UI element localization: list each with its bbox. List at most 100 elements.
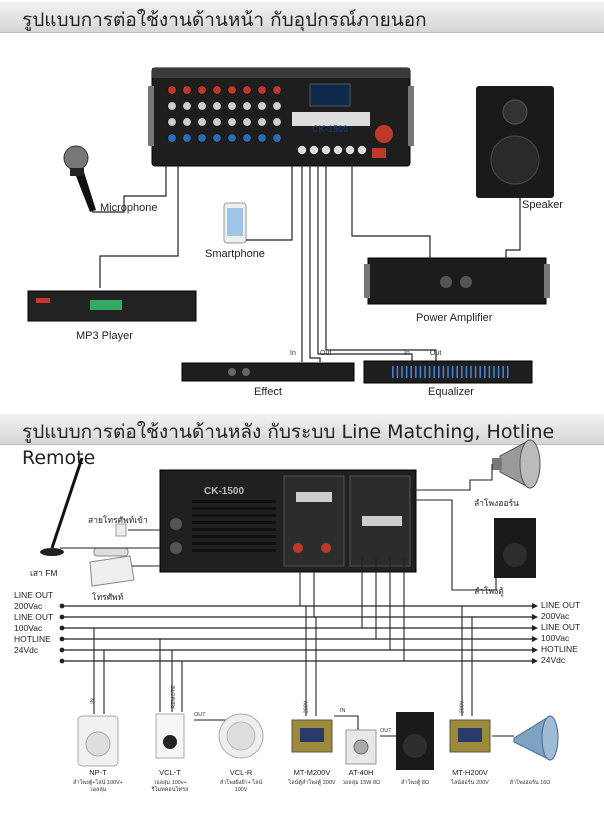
vent-slot: [192, 535, 276, 538]
mixer-knob: [212, 117, 222, 127]
bus-right-label: HOTLINE: [541, 644, 578, 654]
mixer-knob: [227, 101, 237, 111]
bus-right-label: 24Vdc: [541, 655, 566, 665]
eq-slider: [451, 366, 454, 378]
cabinet-speaker-icon: [494, 518, 536, 578]
horn-speaker-small-icon: [513, 715, 559, 761]
mixer-knob: [212, 101, 222, 111]
device-name: NP-T: [89, 768, 107, 777]
mixer-knob: [212, 85, 222, 95]
vent-slot: [192, 542, 276, 545]
mixer-knob: [242, 101, 252, 111]
device-description: ไลน์ฮอร์น 200V: [451, 780, 489, 786]
device-description: วอลลุ่ม 15W 8Ω: [341, 780, 381, 786]
mixer-knob: [242, 117, 252, 127]
master-knob: [333, 145, 343, 155]
bus-node: [59, 625, 65, 631]
effect-unit-icon: [181, 362, 355, 382]
telephone-icon: [89, 547, 135, 587]
device-name: MT-M200V: [293, 768, 331, 777]
eq-slider: [419, 366, 422, 378]
bus-left-label: HOTLINE: [14, 634, 51, 644]
mt-h200v-transformer-icon: [449, 719, 491, 753]
phone-jack-icon: [115, 523, 127, 537]
bus-right-label: LINE OUT: [541, 622, 581, 632]
mixer-brand: CK-1500: [312, 124, 349, 134]
cabinet-speaker-label: ลำโพงตู้: [474, 586, 504, 596]
bus-node: [59, 636, 65, 642]
device-name: AT-40H: [348, 768, 374, 777]
bus-node: [59, 614, 65, 620]
mixer-knob: [227, 117, 237, 127]
eq-slider: [484, 366, 486, 378]
horn-speaker-icon: [492, 439, 541, 489]
power-amplifier-icon: [364, 257, 550, 305]
power-amplifier-label: Power Amplifier: [416, 312, 493, 324]
smartphone-icon: [223, 202, 247, 244]
bus-left-label: LINE OUT: [14, 612, 54, 622]
bus-right-label: 200Vac: [541, 611, 570, 621]
at-out-tag: OUT: [380, 728, 392, 734]
eq-slider: [405, 366, 408, 378]
mt-m200v-tag: 200V: [303, 700, 310, 714]
eq-slider: [479, 366, 481, 378]
vcl-t-volume-icon: [155, 713, 185, 759]
mixer-knob: [272, 117, 282, 127]
mixer-knob: [257, 117, 267, 127]
master-knob: [345, 145, 355, 155]
vcl-r-ceiling-speaker-icon: [218, 713, 264, 759]
remote-tag: REMOTE: [170, 685, 177, 709]
telephone-label: โทรศัพท์: [92, 592, 124, 602]
mixer-knob: [227, 85, 237, 95]
equalizer-out-tag: Out: [430, 350, 442, 357]
mixer-knob: [167, 117, 177, 127]
effect-out-tag: Out: [320, 350, 332, 357]
mixer-knob: [242, 85, 252, 95]
np-in-tag: IN: [89, 698, 96, 704]
mixer-knob: [182, 117, 192, 127]
at-40h-attenuator-icon: [345, 729, 377, 765]
mixer-knob: [257, 133, 267, 143]
bus-left-label: 200Vac: [14, 601, 43, 611]
eq-slider: [507, 366, 509, 378]
vcl-out-tag: OUT: [194, 712, 206, 718]
mp3-player-label: MP3 Player: [76, 330, 133, 342]
mixer-knobs: [167, 85, 367, 155]
eq-slider: [470, 366, 472, 378]
front-wires: [92, 160, 521, 362]
equalizer-in-tag: In: [404, 350, 410, 357]
bus-left-label: 24Vdc: [14, 645, 39, 655]
mixer-knob: [212, 133, 222, 143]
master-knob: [309, 145, 319, 155]
eq-slider: [493, 366, 495, 378]
mixer-knob: [182, 101, 192, 111]
mixer-knob: [272, 101, 282, 111]
bus-node: [59, 658, 65, 664]
fm-antenna-label: เสา FM: [30, 568, 58, 578]
eq-slider: [433, 366, 435, 378]
master-knob: [357, 145, 367, 155]
mixer-knob: [197, 101, 207, 111]
np-t-speaker-icon: [77, 715, 119, 767]
mixer-knob: [197, 133, 207, 143]
rear-vents: [192, 500, 276, 552]
bottom-section-banner: รูปแบบการต่อใช้งานด้านหลัง กับระบบ Line …: [0, 414, 604, 469]
device-description: ลำโพงฮอร์น 16Ω: [509, 780, 551, 786]
mt-h200v-tag: 200V: [459, 700, 466, 714]
cabinet-speaker-small-icon: [396, 712, 434, 770]
mixer-knob: [272, 85, 282, 95]
vent-slot: [192, 549, 276, 552]
device-name: VCL-T: [159, 768, 181, 777]
horn-speaker-label: ลำโพงฮอร์น: [474, 498, 519, 508]
mixer-knob: [272, 133, 282, 143]
mixer-knob: [182, 85, 192, 95]
front-connection-diagram: [27, 67, 554, 384]
vent-slot: [192, 500, 276, 503]
mixer-knob: [257, 85, 267, 95]
eq-slider: [438, 366, 440, 378]
at-in-tag: IN: [340, 708, 346, 714]
eq-slider: [410, 366, 412, 378]
device-description: ลำโพงตู้ 8Ω: [401, 780, 429, 786]
top-section-title: รูปแบบการต่อใช้งานด้านหน้า กับอุปกรณ์ภาย…: [22, 9, 427, 31]
eq-slider: [442, 366, 445, 378]
